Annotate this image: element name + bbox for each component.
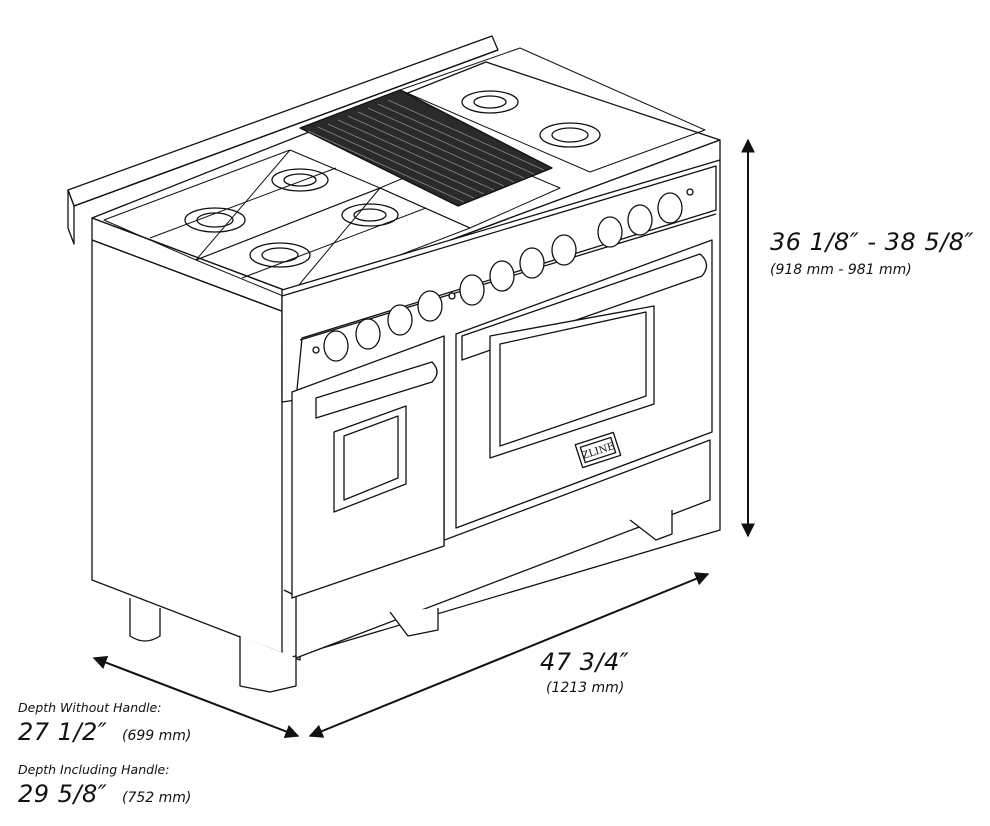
depth-including-handle-metric: (752 mm) (122, 790, 192, 806)
width-arrow (308, 572, 710, 738)
depth-including-handle-caption: Depth Including Handle: (18, 762, 170, 777)
depth-including-handle-imperial: 29 5/8″ (18, 780, 108, 808)
depth-without-handle-metric: (699 mm) (122, 728, 192, 744)
control-knobs (312, 188, 694, 362)
griddle (299, 89, 553, 207)
height-dimension-imperial: 36 1/8″ - 38 5/8″ (770, 228, 974, 256)
depth-without-handle-imperial: 27 1/2″ (18, 718, 108, 746)
side-panel (91, 239, 301, 661)
depth-arrow (92, 655, 300, 739)
width-dimension-metric: (1213 mm) (546, 680, 625, 696)
large-oven-door: ZLINE (455, 239, 713, 529)
width-dimension-imperial: 47 3/4″ (540, 648, 630, 676)
backguard (67, 35, 499, 245)
dimension-arrows (92, 138, 755, 739)
depth-without-handle-caption: Depth Without Handle: (18, 700, 162, 715)
small-oven-door (291, 335, 445, 599)
burners (184, 90, 601, 268)
height-dimension-metric: (918 mm - 981 mm) (770, 262, 912, 278)
